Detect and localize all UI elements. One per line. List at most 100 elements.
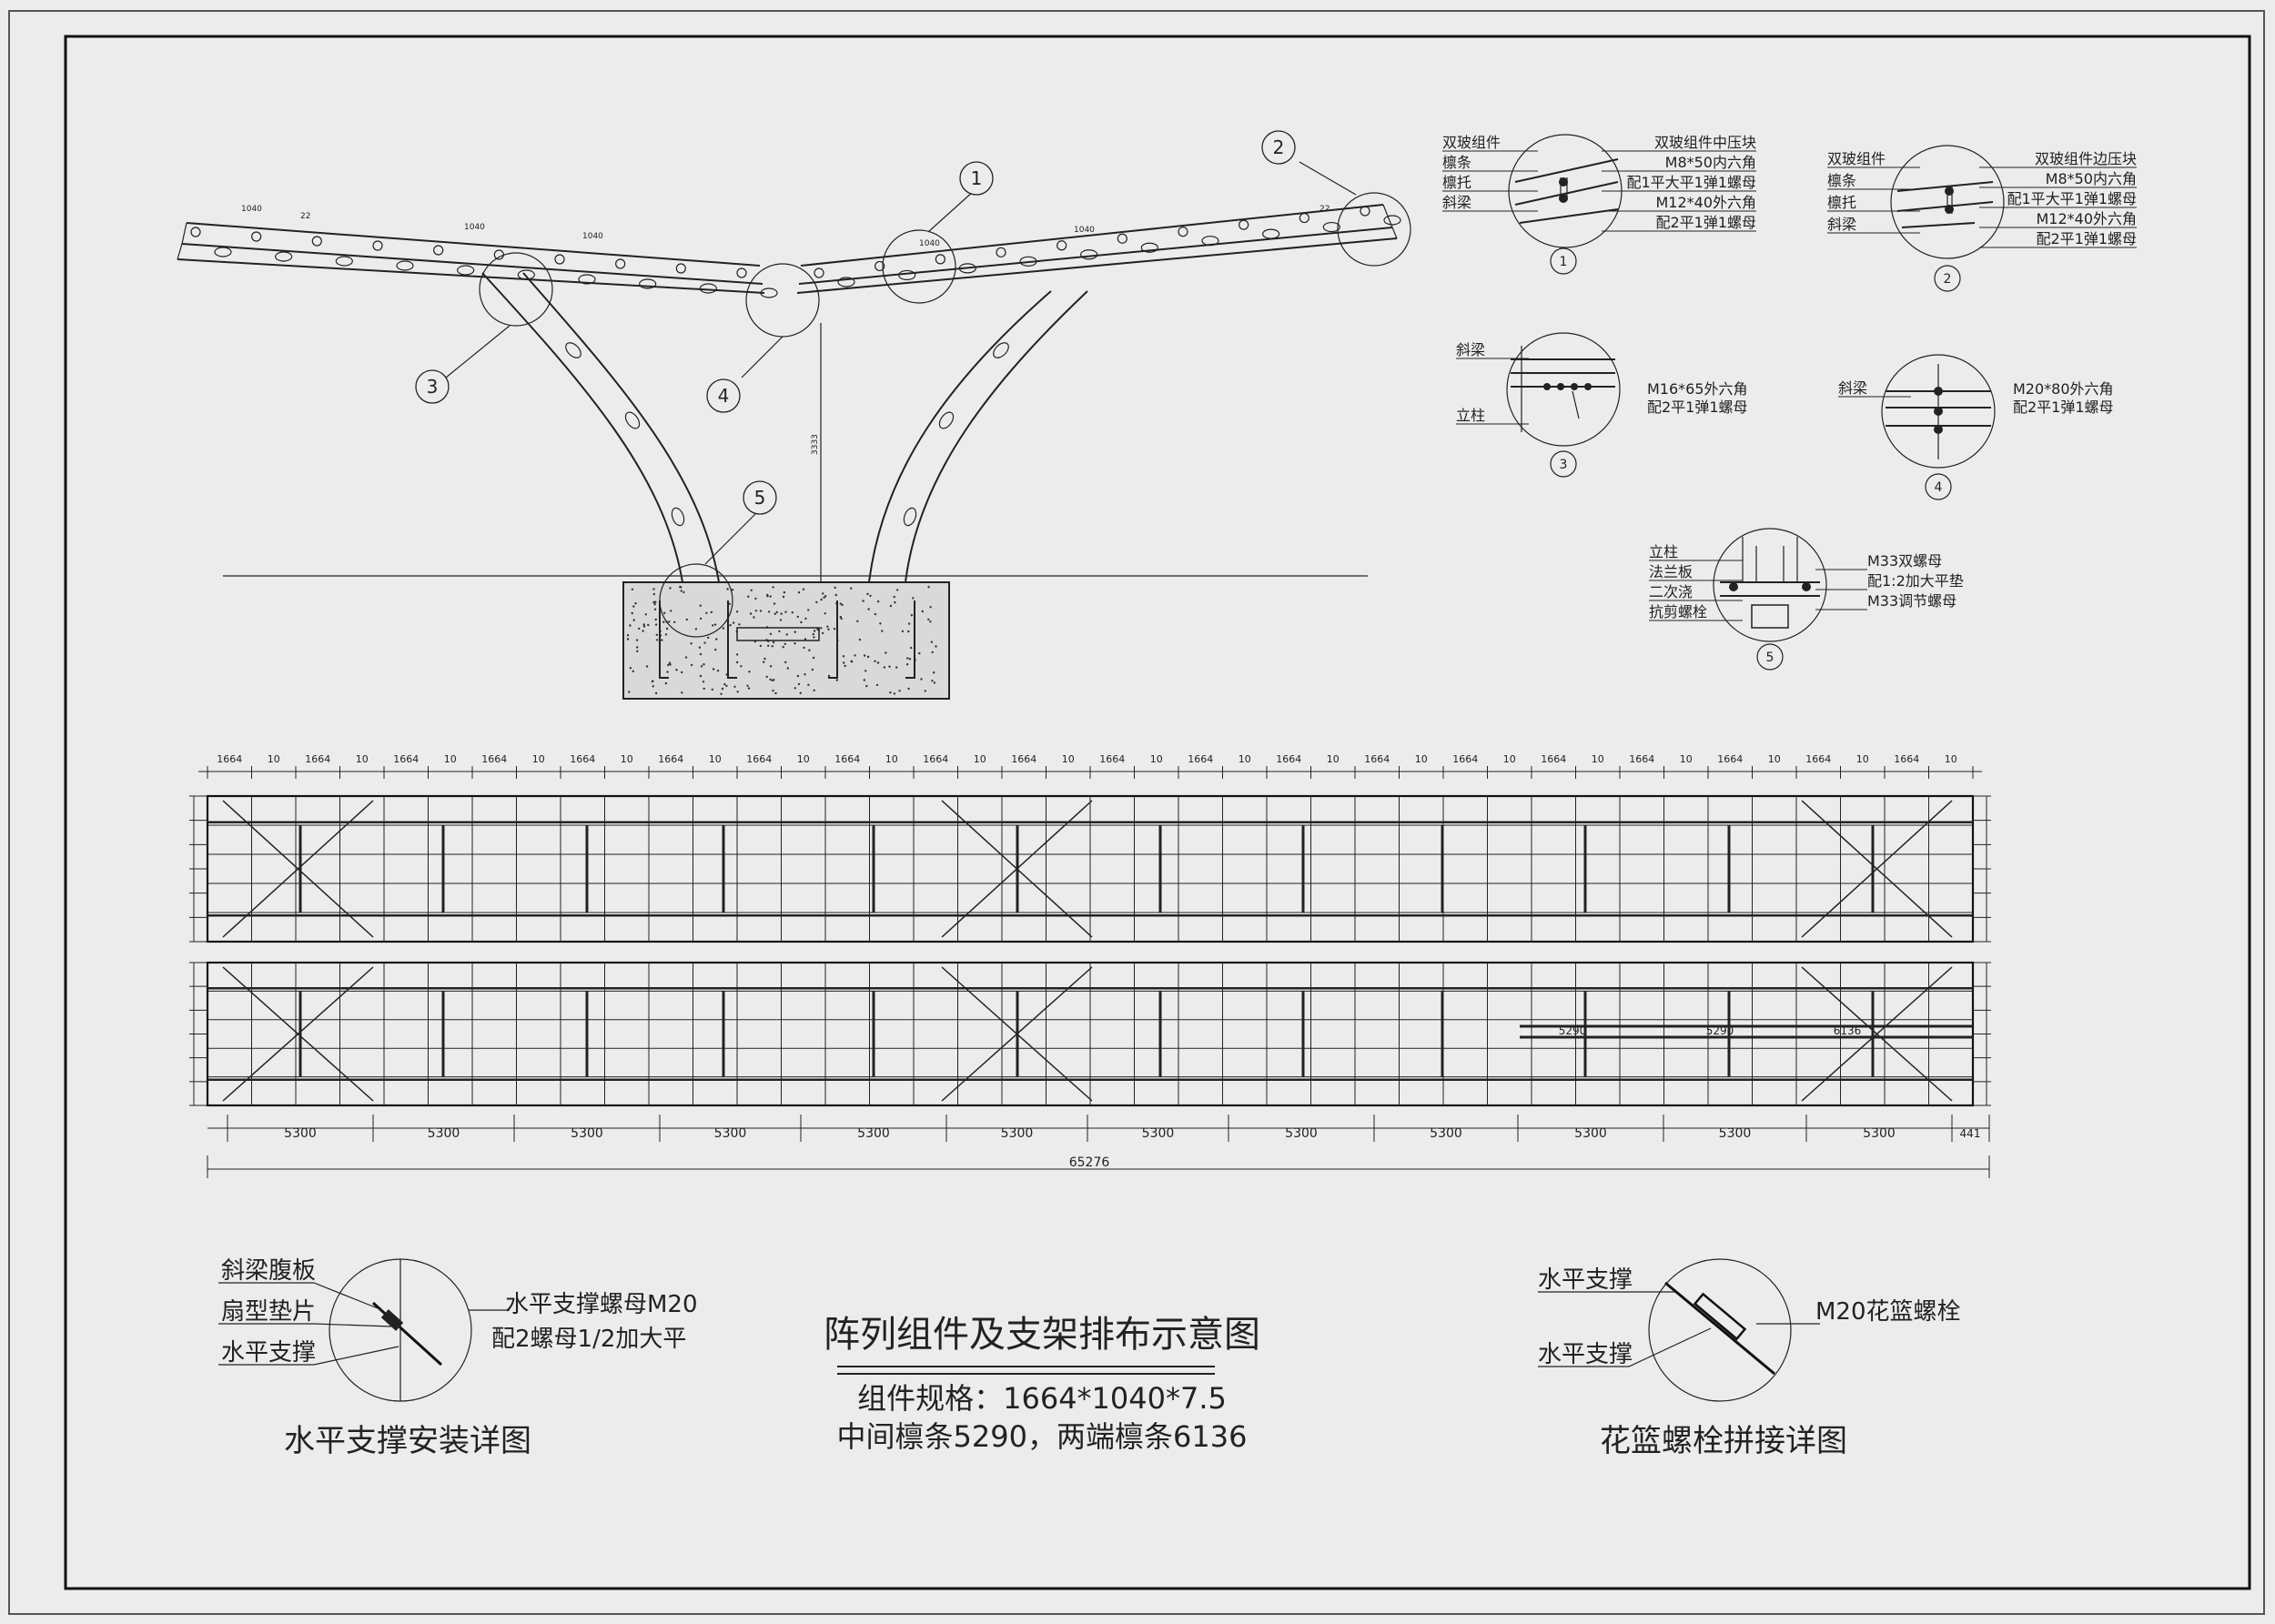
top-dim: 1664 (1717, 753, 1743, 765)
bracing-label-spec: 配2螺母1/2加大平 (491, 1326, 686, 1353)
detail-label: 斜梁 (1827, 216, 1856, 233)
detail-label: 斜梁 (1442, 194, 1471, 211)
top-dim: 10 (532, 753, 545, 765)
bay-dim: 5300 (571, 1126, 603, 1141)
detail-label: M8*50内六角 (1665, 154, 1756, 171)
detail-5-id: 5 (1766, 651, 1774, 665)
purlin-dim: 5290 (1706, 1024, 1734, 1037)
callout-bubble (706, 378, 741, 413)
detail-label: 双玻组件中压块 (1654, 134, 1756, 151)
top-dim: 10 (885, 753, 898, 765)
top-dim: 1664 (1805, 753, 1831, 765)
main-title: 阵列组件及支架排布示意图 (824, 1314, 1260, 1356)
top-dim: 10 (797, 753, 810, 765)
detail-1-id: 1 (1560, 255, 1568, 269)
detail-label: 檩条 (1827, 172, 1856, 189)
bay-dim: 5300 (1142, 1126, 1175, 1141)
detail-label: M33双螺母 (1867, 552, 1942, 570)
detail-label: 双玻组件 (1442, 134, 1501, 151)
top-dim: 1664 (570, 753, 595, 765)
top-dim: 10 (1856, 753, 1869, 765)
top-dim: 10 (444, 753, 457, 765)
top-dim: 10 (709, 753, 722, 765)
top-dim: 1664 (393, 753, 419, 765)
inner-frame (64, 35, 2251, 1590)
turnbuckle-label-brace-bottom: 水平支撑 (1538, 1341, 1633, 1368)
detail-label: M12*40外六角 (1655, 194, 1756, 211)
bracing-label-web: 斜梁腹板 (221, 1257, 316, 1285)
purlin-spec: 中间檩条5290，两端檩条6136 (837, 1419, 1248, 1454)
plan-layout: 1664 10 1664 10 1664 10 1664 10 1664 10 1664 10 1664… (189, 753, 1991, 1178)
top-dim: 1664 (1894, 753, 1919, 765)
callout-number: 1 (971, 167, 983, 189)
top-dim: 10 (974, 753, 986, 765)
detail-label: 配1平大平1弹1螺母 (1626, 174, 1756, 191)
detail-label: 配2平1弹1螺母 (1655, 214, 1756, 231)
detail-label: 檩条 (1442, 154, 1471, 171)
top-dim: 1664 (1099, 753, 1125, 765)
top-dim: 10 (1239, 753, 1251, 765)
detail-label: M16*65外六角 (1647, 380, 1748, 398)
detail-label: M33调节螺母 (1867, 592, 1956, 610)
detail-label: 配1:2加大平垫 (1867, 572, 1964, 590)
callout-bubble (743, 480, 777, 515)
detail-label: 法兰板 (1649, 563, 1693, 580)
top-dim: 1664 (923, 753, 948, 765)
callout-bubble (959, 161, 994, 196)
detail-label: M20*80外六角 (2013, 380, 2114, 398)
bracing-label-washer: 扇型垫片 (221, 1298, 316, 1326)
section-elevation: 1040 1040 1040 1040 1040 22 22 3333 (177, 130, 1411, 700)
top-dim: 1664 (217, 753, 242, 765)
detail-label: 斜梁 (1456, 341, 1485, 358)
detail-label: 配2平1弹1螺母 (1647, 398, 1748, 416)
detail-label: 配2平1弹1螺母 (2036, 230, 2137, 247)
top-dim: 10 (621, 753, 633, 765)
detail-label: 抗剪螺栓 (1649, 603, 1707, 620)
bay-dim: 5300 (1285, 1126, 1318, 1141)
purlin-dim: 6136 (1834, 1024, 1862, 1037)
bay-dim: 5300 (284, 1126, 317, 1141)
top-dim: 10 (1680, 753, 1693, 765)
top-dim: 1664 (1188, 753, 1213, 765)
detail-label: 双玻组件边压块 (2035, 150, 2137, 167)
bay-dim: 5300 (1430, 1126, 1462, 1141)
height-dim: 3333 (811, 434, 820, 455)
top-dim: 10 (1327, 753, 1340, 765)
bay-dim: 5300 (1574, 1126, 1607, 1141)
dim-1040-e: 1040 (1074, 226, 1095, 235)
top-dim: 10 (1503, 753, 1516, 765)
bracing-label-nut: 水平支撑螺母M20 (505, 1291, 698, 1318)
detail-3-id: 3 (1560, 458, 1568, 472)
dim-1040-d: 1040 (919, 239, 940, 248)
detail-label: 双玻组件 (1827, 150, 1886, 167)
bay-dim: 5300 (714, 1126, 747, 1141)
total-dim: 65276 (1069, 1155, 1110, 1170)
callout-number: 4 (718, 385, 730, 407)
turnbuckle-detail: 水平支撑 水平支撑 M20花篮螺栓 花篮螺栓拼接详图 (1538, 1258, 1961, 1459)
detail-label: 斜梁 (1838, 379, 1867, 397)
top-dim: 1664 (1276, 753, 1301, 765)
purlin-dim: 5290 (1559, 1024, 1587, 1037)
end-dim: 441 (1960, 1127, 1981, 1140)
callout-bubble (415, 369, 450, 404)
module-spec: 组件规格：1664*1040*7.5 (857, 1381, 1227, 1416)
top-dim: 1664 (305, 753, 330, 765)
detail-label: 立柱 (1456, 407, 1485, 424)
detail-label: 檩托 (1442, 174, 1471, 191)
bay-dim: 5300 (1001, 1126, 1034, 1141)
detail-label: M8*50内六角 (2046, 170, 2137, 187)
bracing-label-brace: 水平支撑 (221, 1339, 316, 1367)
detail-2: 2 双玻组件檩条檩托斜梁双玻组件边压块M8*50内六角配1平大平1弹1螺母M12… (1827, 145, 2137, 292)
dim-22-a: 22 (300, 212, 310, 221)
bracing-install-detail: 斜梁腹板 扇型垫片 水平支撑 水平支撑螺母M20 配2螺母1/2加大平 水平支撑… (218, 1257, 698, 1459)
top-dim: 10 (1768, 753, 1781, 765)
top-dim: 1664 (481, 753, 507, 765)
turnbuckle-label-bolt: M20花篮螺栓 (1815, 1298, 1961, 1326)
turnbuckle-detail-title: 花篮螺栓拼接详图 (1600, 1423, 1847, 1459)
top-dim: 1664 (1629, 753, 1654, 765)
main-title-block: 阵列组件及支架排布示意图 组件规格：1664*1040*7.5 中间檩条5290… (824, 1314, 1260, 1454)
top-dim: 1664 (1011, 753, 1036, 765)
top-dim: 10 (1415, 753, 1428, 765)
